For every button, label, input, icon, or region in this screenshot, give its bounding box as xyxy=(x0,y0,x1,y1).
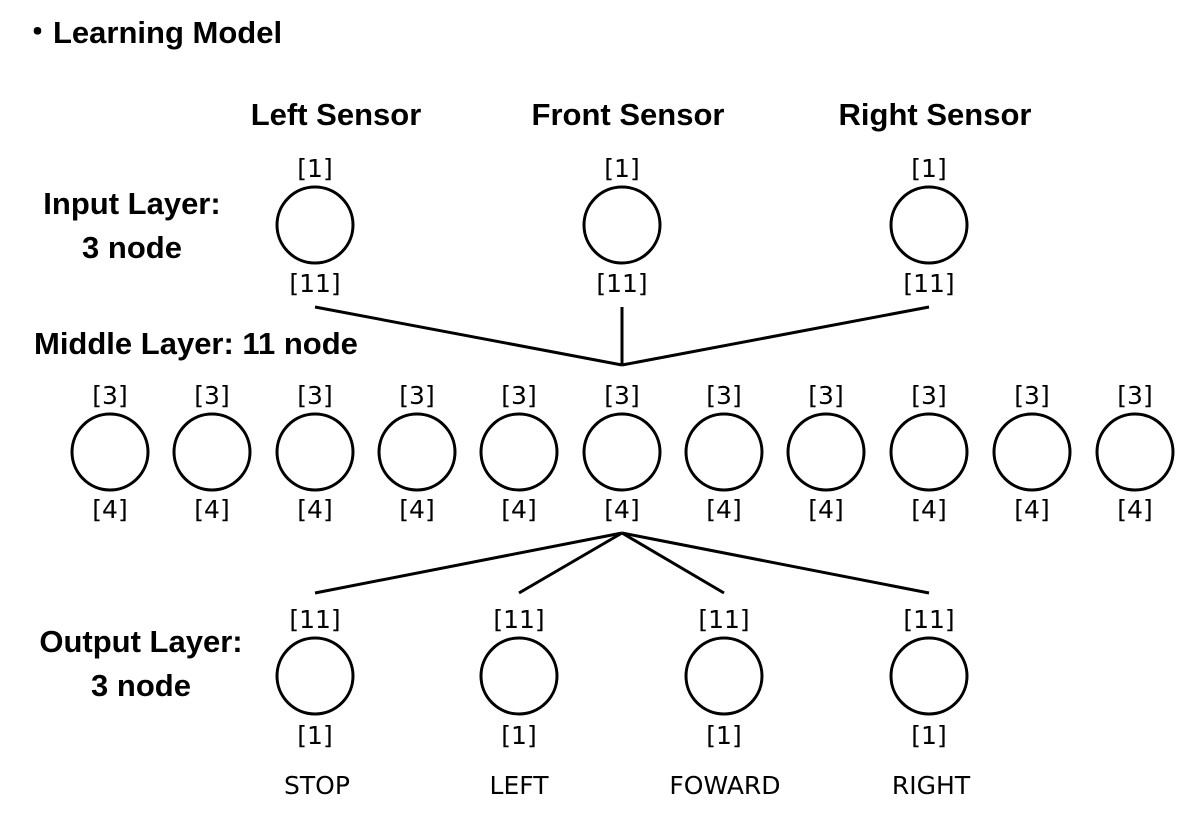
output-node-top-tag: [11] xyxy=(289,605,340,634)
output-node-bottom-tag: [1] xyxy=(911,721,946,750)
connector-left-input xyxy=(314,305,623,367)
output-layer-label: Output Layer: xyxy=(39,624,242,659)
connector-left-output xyxy=(518,531,623,595)
middle-node-circle xyxy=(684,412,764,492)
middle-node-circle xyxy=(582,412,662,492)
middle-node-bottom-tag: [4] xyxy=(194,495,229,524)
middle-node-circle xyxy=(889,412,969,492)
middle-node-3: [3] [4] xyxy=(275,381,355,524)
input-to-middle-connectors xyxy=(314,305,930,367)
input-node-bottom-tag: [11] xyxy=(596,269,647,298)
input-node-top-tag: [1] xyxy=(297,154,332,183)
middle-node-bottom-tag: [4] xyxy=(297,495,332,524)
middle-node-2: [3] [4] xyxy=(172,381,252,524)
output-node-top-tag: [11] xyxy=(493,605,544,634)
output-node-forward: [11] [1] FOWARD xyxy=(669,605,780,800)
sensor-label-left: Left Sensor xyxy=(251,97,422,132)
output-label-forward: FOWARD xyxy=(669,771,780,800)
output-node-stop: [11] [1] STOP xyxy=(275,605,355,800)
output-node-circle xyxy=(275,636,355,716)
connector-stop-output xyxy=(314,531,623,595)
middle-node-bottom-tag: [4] xyxy=(808,495,843,524)
middle-node-bottom-tag: [4] xyxy=(92,495,127,524)
output-label-right: RIGHT xyxy=(892,771,971,800)
output-node-bottom-tag: [1] xyxy=(501,721,536,750)
middle-node-bottom-tag: [4] xyxy=(706,495,741,524)
output-node-left: [11] [1] LEFT xyxy=(479,605,559,800)
input-layer-count: 3 node xyxy=(82,230,182,265)
middle-node-top-tag: [3] xyxy=(604,381,639,410)
output-layer-count: 3 node xyxy=(91,668,191,703)
middle-node-circle xyxy=(1095,412,1175,492)
input-node-circle xyxy=(275,185,355,265)
middle-node-bottom-tag: [4] xyxy=(1117,495,1152,524)
middle-node-top-tag: [3] xyxy=(1014,381,1049,410)
middle-node-1: [3] [4] xyxy=(70,381,150,524)
middle-node-8: [3] [4] xyxy=(786,381,866,524)
middle-node-circle xyxy=(70,412,150,492)
middle-node-bottom-tag: [4] xyxy=(911,495,946,524)
middle-node-bottom-tag: [4] xyxy=(1014,495,1049,524)
input-node-circle xyxy=(582,185,662,265)
input-node-left: [1] [11] xyxy=(275,154,355,298)
middle-node-top-tag: [3] xyxy=(194,381,229,410)
middle-node-5: [3] [4] xyxy=(479,381,559,524)
middle-node-circle xyxy=(172,412,252,492)
middle-node-bottom-tag: [4] xyxy=(501,495,536,524)
middle-node-top-tag: [3] xyxy=(501,381,536,410)
output-label-stop: STOP xyxy=(284,771,350,800)
middle-node-top-tag: [3] xyxy=(808,381,843,410)
input-node-bottom-tag: [11] xyxy=(289,269,340,298)
middle-node-circle xyxy=(377,412,457,492)
input-node-bottom-tag: [11] xyxy=(903,269,954,298)
middle-layer-label: Middle Layer: 11 node xyxy=(34,326,358,361)
output-node-circle xyxy=(889,636,969,716)
middle-node-4: [3] [4] xyxy=(377,381,457,524)
diagram-title: ・Learning Model xyxy=(22,15,282,50)
middle-node-top-tag: [3] xyxy=(706,381,741,410)
sensor-label-front: Front Sensor xyxy=(532,97,725,132)
middle-node-circle xyxy=(479,412,559,492)
input-node-top-tag: [1] xyxy=(911,154,946,183)
middle-node-10: [3] [4] xyxy=(992,381,1072,524)
middle-node-circle xyxy=(786,412,866,492)
output-label-left: LEFT xyxy=(490,771,550,800)
middle-node-top-tag: [3] xyxy=(911,381,946,410)
middle-node-circle xyxy=(275,412,355,492)
connector-right-output xyxy=(621,531,930,595)
output-node-top-tag: [11] xyxy=(698,605,749,634)
middle-node-bottom-tag: [4] xyxy=(399,495,434,524)
middle-to-output-connectors xyxy=(314,531,930,595)
connector-forward-output xyxy=(621,531,725,595)
middle-node-6: [3] [4] xyxy=(582,381,662,524)
middle-node-7: [3] [4] xyxy=(684,381,764,524)
input-node-circle xyxy=(889,185,969,265)
middle-node-11: [3] [4] xyxy=(1095,381,1175,524)
output-node-right: [11] [1] RIGHT xyxy=(889,605,971,800)
middle-node-top-tag: [3] xyxy=(297,381,332,410)
connector-right-input xyxy=(621,305,930,367)
middle-node-9: [3] [4] xyxy=(889,381,969,524)
middle-node-circle xyxy=(992,412,1072,492)
input-node-top-tag: [1] xyxy=(604,154,639,183)
input-node-right: [1] [11] xyxy=(889,154,969,298)
output-node-bottom-tag: [1] xyxy=(297,721,332,750)
middle-node-bottom-tag: [4] xyxy=(604,495,639,524)
output-node-circle xyxy=(479,636,559,716)
middle-node-top-tag: [3] xyxy=(92,381,127,410)
sensor-label-right: Right Sensor xyxy=(839,97,1032,132)
input-node-front: [1] [11] xyxy=(582,154,662,298)
output-node-top-tag: [11] xyxy=(903,605,954,634)
output-node-circle xyxy=(684,636,764,716)
input-layer-label: Input Layer: xyxy=(43,186,220,221)
middle-node-top-tag: [3] xyxy=(399,381,434,410)
output-node-bottom-tag: [1] xyxy=(706,721,741,750)
middle-node-top-tag: [3] xyxy=(1117,381,1152,410)
